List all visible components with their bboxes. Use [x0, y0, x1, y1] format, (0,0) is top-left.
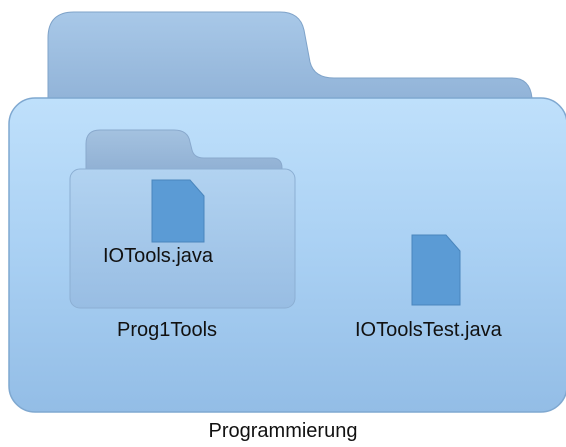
outer-file-icon[interactable]: [411, 234, 461, 306]
subfolder-back: [85, 129, 283, 177]
inner-file-label: IOTools.java: [103, 245, 214, 267]
inner-file-icon[interactable]: [151, 179, 205, 243]
outer-file-label: IOToolsTest.java: [355, 319, 502, 341]
subfolder-label: Prog1Tools: [117, 319, 218, 341]
root-folder-label: Programmierung: [208, 420, 358, 442]
root-folder-back: [47, 11, 533, 111]
